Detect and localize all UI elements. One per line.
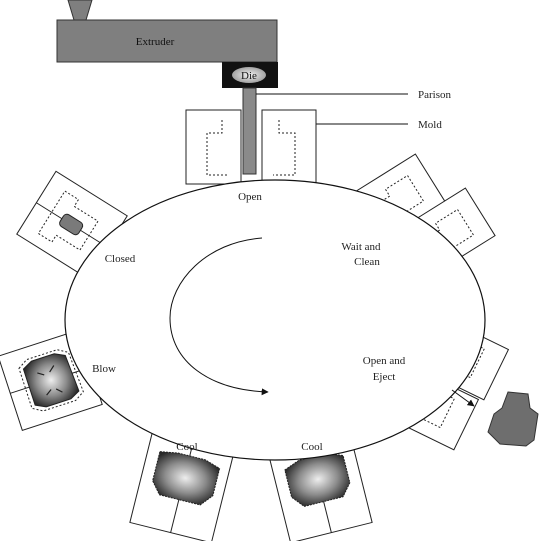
parison: [242, 87, 257, 175]
mold-open-station: [185, 109, 317, 185]
station-cool-left-label: Cool: [176, 441, 197, 453]
station-open-eject-label-line2: Eject: [373, 371, 396, 383]
station-closed-label: Closed: [105, 253, 136, 265]
ejected-bottle-icon: [487, 391, 539, 447]
parison-label: Parison: [418, 89, 452, 101]
mold-label: Mold: [418, 119, 442, 131]
station-wait-clean-label-line2: Clean: [354, 256, 380, 268]
extruder-label: Extruder: [136, 36, 175, 48]
station-cool-right-label: Cool: [301, 441, 322, 453]
hopper-icon: [67, 0, 93, 21]
station-wait-clean-label-line1: Wait and: [341, 241, 381, 253]
extruder-barrel: [56, 19, 278, 63]
station-blow-label: Blow: [92, 363, 116, 375]
die-icon: [232, 67, 266, 83]
station-open-label: Open: [238, 191, 262, 203]
rotary-wheel: [64, 179, 486, 461]
rotation-arrow-icon: [169, 237, 269, 396]
station-open-eject-label-line1: Open and: [363, 355, 406, 367]
eject-arrow-icon: [451, 389, 475, 407]
parison-in-mold: [59, 213, 84, 236]
die-label: Die: [241, 70, 257, 82]
mold-cool-left-station: [129, 430, 235, 541]
